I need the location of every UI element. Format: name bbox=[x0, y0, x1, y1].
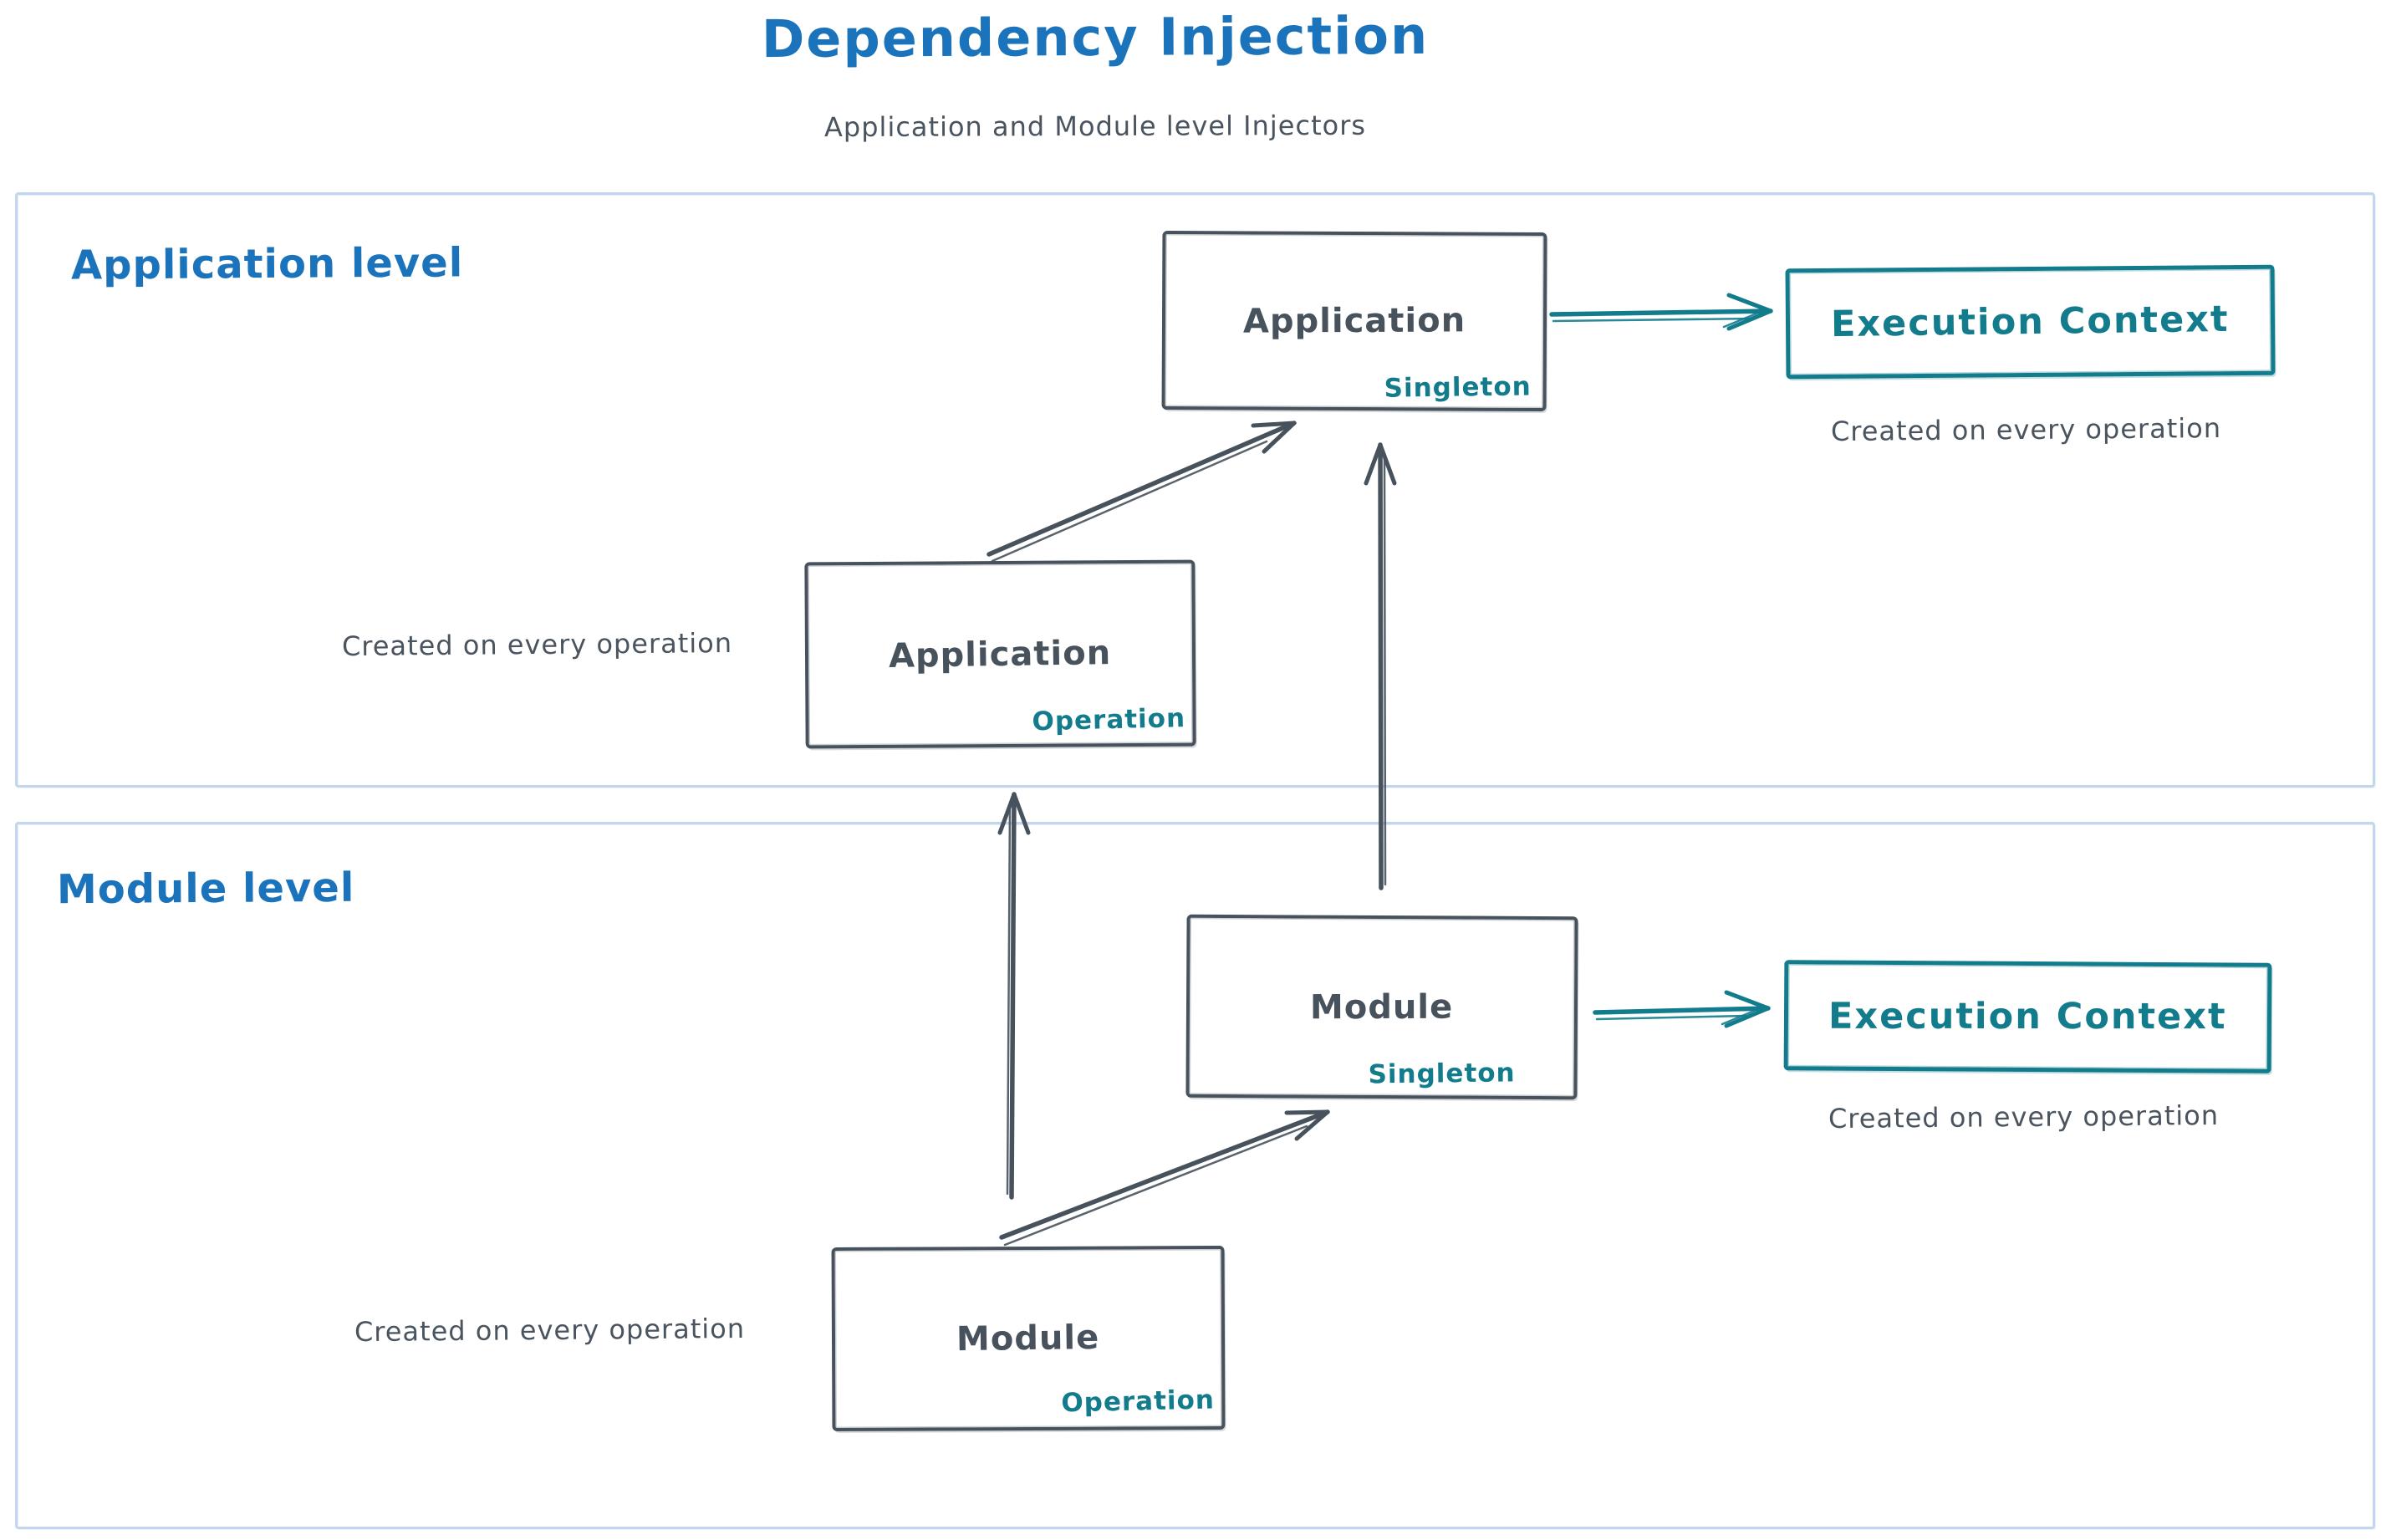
application-level-section bbox=[15, 192, 2375, 788]
caption-module-exec: Created on every operation bbox=[1828, 1099, 2220, 1135]
execution-context-module-box: Execution Context bbox=[1783, 960, 2272, 1073]
module-operation-label: Module bbox=[956, 1318, 1100, 1359]
page-title: Dependency Injection bbox=[761, 4, 1430, 70]
module-operation-box: Module Operation bbox=[831, 1245, 1226, 1432]
app-operation-box: Application Operation bbox=[804, 559, 1196, 749]
module-level-label: Module level bbox=[56, 864, 355, 914]
app-singleton-box: Application Singleton bbox=[1161, 230, 1547, 412]
module-level-section bbox=[15, 822, 2375, 1529]
module-operation-scope: Operation bbox=[1061, 1384, 1216, 1419]
module-singleton-label: Module bbox=[1310, 987, 1454, 1027]
caption-module-operation: Created on every operation bbox=[354, 1312, 746, 1349]
execution-context-app-box: Execution Context bbox=[1785, 264, 2276, 380]
app-singleton-scope: Singleton bbox=[1384, 371, 1532, 404]
caption-app-operation: Created on every operation bbox=[341, 626, 733, 663]
module-singleton-scope: Singleton bbox=[1368, 1058, 1516, 1090]
app-singleton-label: Application bbox=[1242, 301, 1466, 341]
execution-context-module-label: Execution Context bbox=[1828, 995, 2227, 1038]
app-operation-label: Application bbox=[889, 633, 1112, 676]
app-operation-scope: Operation bbox=[1032, 703, 1186, 737]
page-subtitle: Application and Module level Injectors bbox=[823, 109, 1367, 144]
caption-app-exec: Created on every operation bbox=[1830, 411, 2222, 448]
execution-context-app-label: Execution Context bbox=[1830, 298, 2231, 346]
module-singleton-box: Module Singleton bbox=[1185, 914, 1578, 1100]
application-level-label: Application level bbox=[70, 239, 464, 289]
